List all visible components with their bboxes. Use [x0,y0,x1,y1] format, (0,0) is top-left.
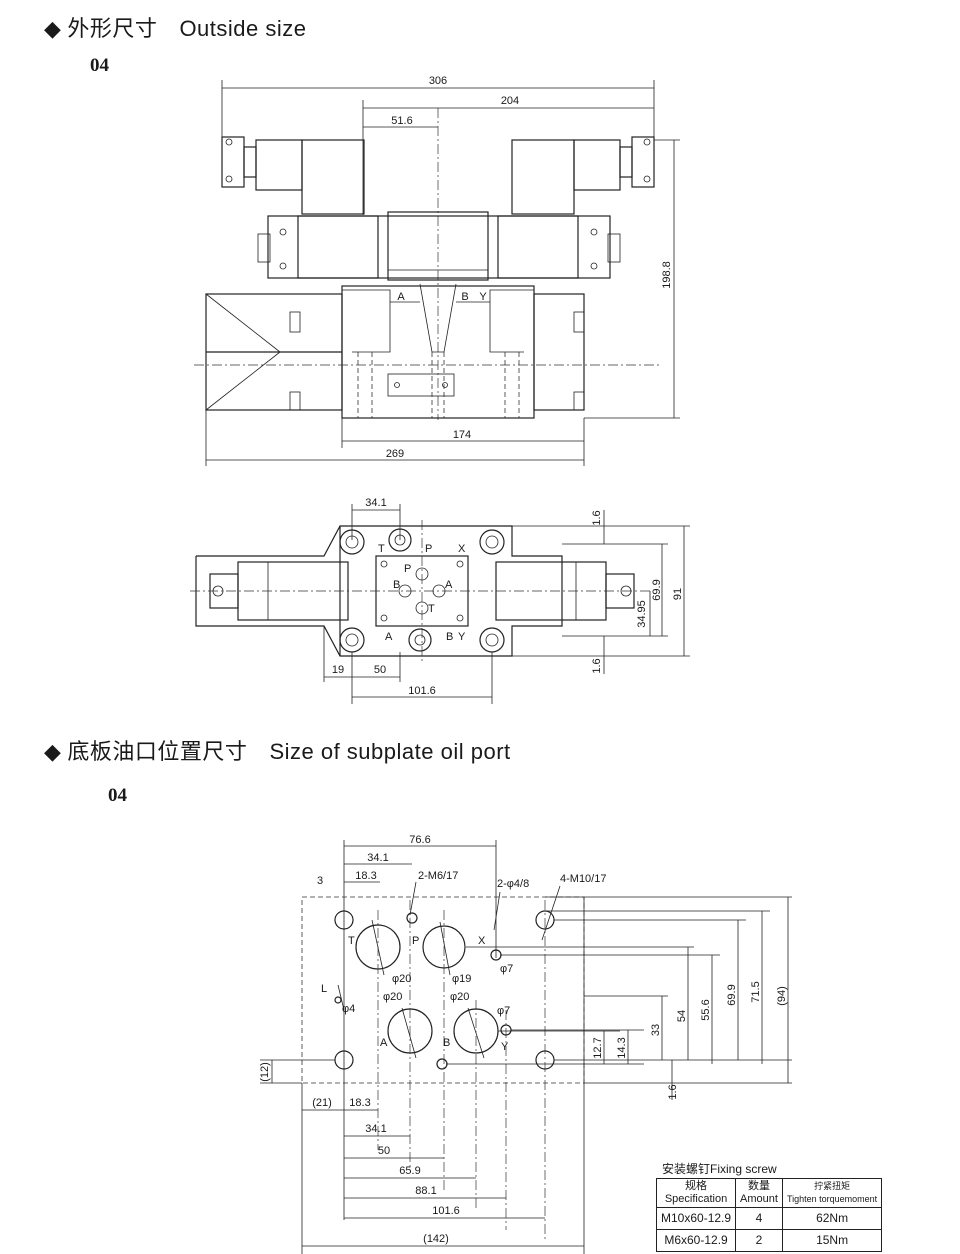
callout-4-m10-17: 4-M10/17 [560,873,606,885]
model-label: 04 [90,55,109,76]
callout-phi20-t: φ20 [392,973,411,985]
dim-51-6: 51.6 [391,115,412,127]
callout-phi7-y: φ7 [497,1005,510,1017]
port-label: Y [458,631,466,643]
diamond-bullet-icon: ◆ [44,16,62,41]
dim-198-8: 198.8 [661,261,673,289]
heading-en: Size of subplate oil port [269,739,511,764]
dim-94: (94) [776,986,788,1006]
dim-34-1: 34.1 [365,497,386,509]
dim-18-3-bottom: 18.3 [349,1097,370,1109]
dim-142: (142) [423,1233,449,1245]
port-label-a: A [397,291,405,303]
cell-torque: 15Nm [781,1229,883,1252]
callout-2-m6-17: 2-M6/17 [418,870,458,882]
subplate-drawing: 76.6 34.1 18.3 3 2-M6/17 2-φ4/8 4-M10/17 [259,834,792,1254]
port-l: L [321,983,327,995]
dim-34-1: 34.1 [367,852,388,864]
dim-269: 269 [386,448,404,460]
port-label: A [385,631,393,643]
dim-69-9: 69.9 [726,984,738,1005]
front-view: 306 204 51.6 [194,75,680,466]
dim-55-6: 55.6 [700,999,712,1020]
heading-en: Outside size [179,16,307,41]
section-heading-outside-size: ◆外形尺寸 Outside size [44,11,307,43]
dim-12-7: 12.7 [592,1037,604,1058]
dim-50: 50 [374,664,386,676]
dim-91: 91 [672,588,684,600]
heading-cn: 外形尺寸 [67,16,158,41]
dim-1-6: 1.6 [667,1084,679,1099]
port-label-b: B [461,291,468,303]
port-y: Y [501,1041,509,1053]
top-view: 34.1 T P X A B Y [190,497,690,704]
dim-1-6-top: 1.6 [591,510,603,525]
dim-1-6-bottom: 1.6 [591,658,603,673]
port-p: P [412,935,419,947]
dim-50: 50 [378,1145,390,1157]
heading-cn: 底板油口位置尺寸 [67,739,248,764]
callout-phi4-l: φ4 [342,1003,355,1015]
port-label: X [458,543,466,555]
port-label: A [445,579,453,591]
dim-101-6: 101.6 [432,1205,460,1217]
dim-21: (21) [312,1097,332,1109]
table-row: M6x60-12.9 2 15Nm [655,1229,883,1252]
dim-88-1: 88.1 [415,1185,436,1197]
section-heading-subplate: ◆底板油口位置尺寸 Size of subplate oil port [44,734,511,766]
dim-54: 54 [676,1010,688,1022]
dim-33: 33 [650,1024,662,1036]
callout-phi20-b: φ20 [450,991,469,1003]
dim-71-5: 71.5 [750,981,762,1002]
dim-69-9: 69.9 [651,579,663,600]
model-label: 04 [108,785,127,806]
dim-14-3: 14.3 [616,1037,628,1058]
port-a: A [380,1037,388,1049]
callout-phi20-a: φ20 [383,991,402,1003]
port-label: P [425,543,432,555]
port-label: B [446,631,453,643]
callout-phi19-p: φ19 [452,973,471,985]
dim-34-1-bottom: 34.1 [365,1123,386,1135]
fixing-screw-title: 安装螺钉Fixing screw [662,1162,777,1176]
dim-65-9: 65.9 [399,1165,420,1177]
port-label: T [378,543,385,555]
cell-spec: M6x60-12.9 [655,1229,737,1252]
port-label-y: Y [479,291,487,303]
dim-3: 3 [317,875,323,887]
dim-76-6: 76.6 [409,834,430,846]
port-label: P [404,563,411,575]
dim-18-3: 18.3 [355,870,376,882]
callout-2-phi4-8: 2-φ4/8 [497,878,529,890]
port-x: X [478,935,486,947]
port-label: T [428,603,435,615]
diamond-bullet-icon: ◆ [44,739,62,764]
dim-34-95: 34.95 [636,600,648,628]
dim-306: 306 [429,75,447,87]
table-row: M10x60-12.9 4 62Nm [655,1207,883,1230]
cell-amount: 4 [735,1207,783,1230]
dim-204: 204 [501,95,519,107]
dim-19: 19 [332,664,344,676]
dim-174: 174 [453,429,471,441]
port-t: T [348,935,355,947]
callout-phi7-x: φ7 [500,963,513,975]
cell-torque: 62Nm [781,1207,883,1230]
cell-amount: 2 [735,1229,783,1252]
dim-101-6: 101.6 [408,685,436,697]
port-b: B [443,1037,450,1049]
cell-spec: M10x60-12.9 [655,1207,737,1230]
port-label: B [393,579,400,591]
dim-12-left: (12) [259,1062,271,1082]
